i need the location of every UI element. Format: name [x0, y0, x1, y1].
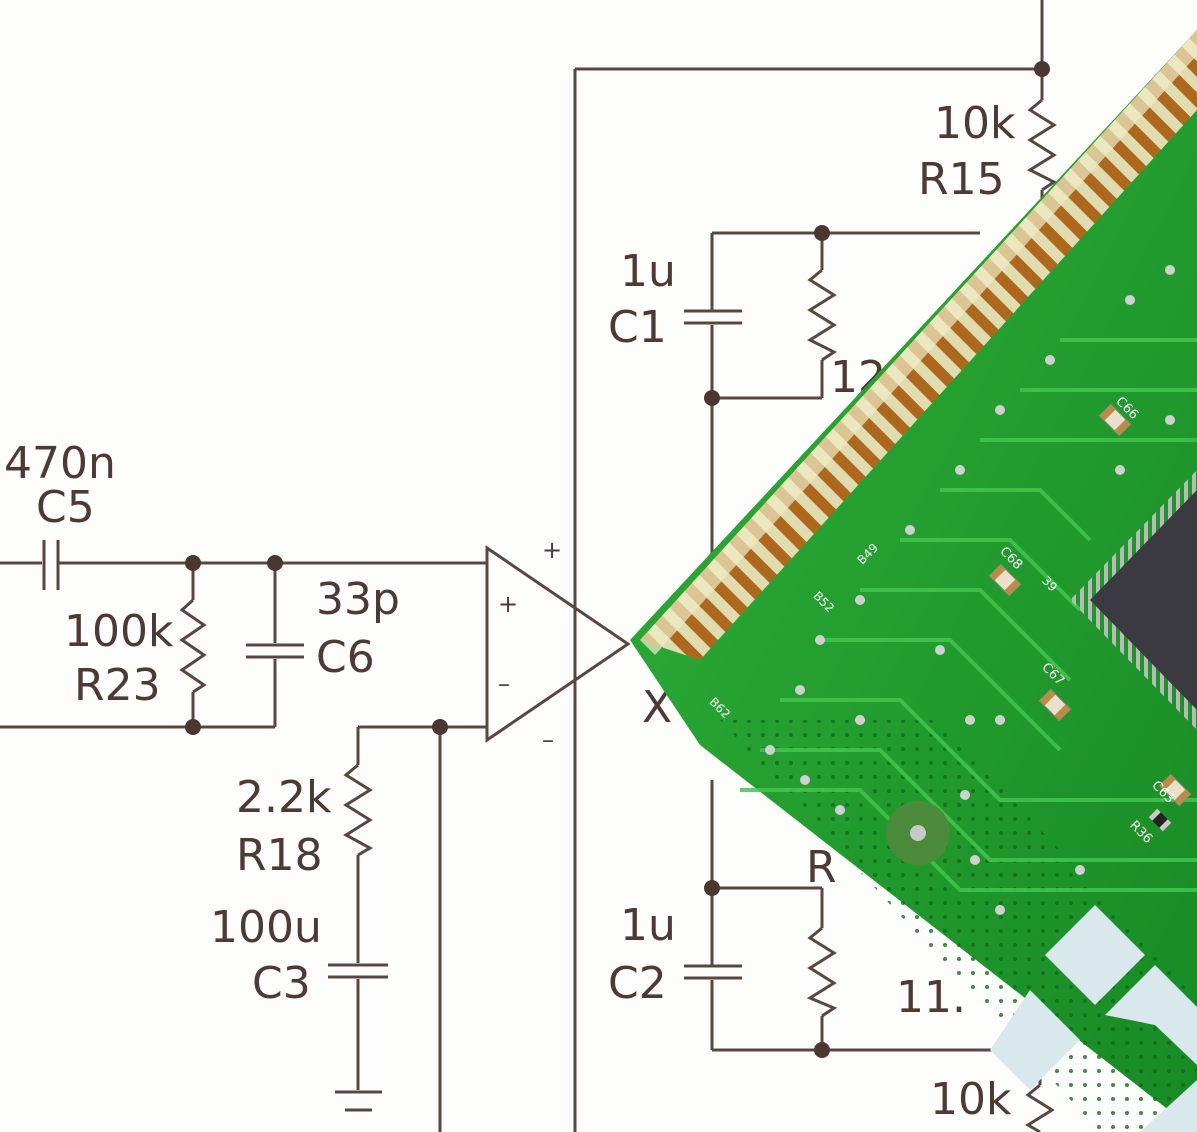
opamp-plus-input: + — [498, 590, 519, 618]
minus-sign-lower: – — [542, 726, 554, 754]
opamp-minus-input: – — [498, 670, 510, 698]
smd-components — [988, 403, 1192, 832]
c1-value-label: 1u — [620, 246, 676, 297]
partial-11-label: 11. — [896, 972, 966, 1023]
c5-value-label: 470n — [4, 438, 116, 489]
c3-value-label: 100u — [210, 902, 322, 953]
ic-chip — [1090, 490, 1197, 710]
plus-sign-upper: + — [542, 536, 563, 564]
c6-name-label: C6 — [316, 632, 375, 683]
r23-value-label: 100k — [64, 606, 174, 657]
r15-name-label: R15 — [918, 154, 1005, 205]
c3-name-label: C3 — [252, 958, 311, 1009]
c1-name-label: C1 — [608, 302, 667, 353]
r23-name-label: R23 — [74, 660, 161, 711]
c2-value-label: 1u — [620, 900, 676, 951]
c2-name-label: C2 — [608, 958, 667, 1009]
c6-value-label: 33p — [316, 574, 400, 625]
partial-r-label: R — [806, 842, 837, 893]
c5-name-label: C5 — [36, 482, 95, 533]
r18-value-label: 2.2k — [236, 772, 332, 823]
r-bottom-value-label: 10k — [930, 1074, 1012, 1125]
test-pads — [990, 905, 1197, 1132]
r18-name-label: R18 — [236, 830, 323, 881]
r15-value-label: 10k — [934, 98, 1016, 149]
